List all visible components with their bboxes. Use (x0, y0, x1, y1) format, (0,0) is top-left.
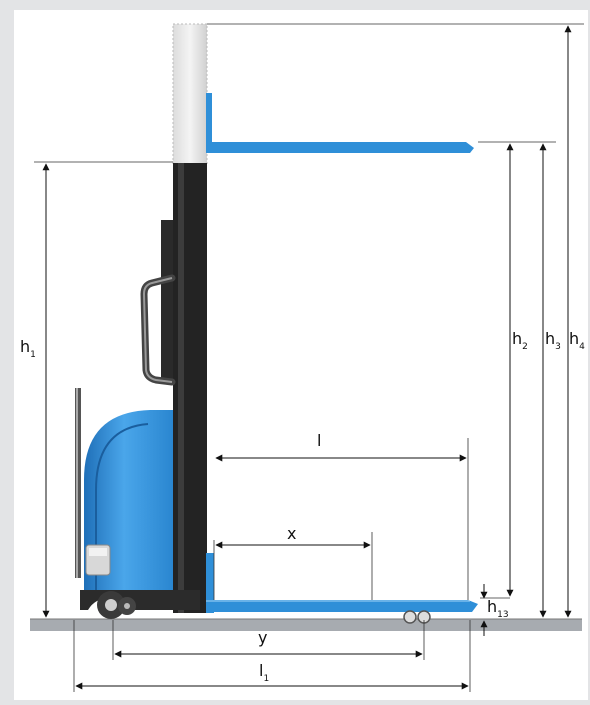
dimension-arrows (42, 25, 572, 690)
caster-wheel-hub (124, 603, 130, 609)
label-h1: h1 (20, 337, 36, 360)
label-h3: h3 (545, 329, 561, 352)
label-h4: h4 (569, 329, 585, 352)
fork-upright (206, 553, 214, 613)
fork (206, 600, 478, 612)
motor-cap (89, 548, 107, 556)
label-l: l (317, 431, 321, 450)
label-x: x (287, 524, 296, 543)
label-h2: h2 (512, 329, 528, 352)
drive-wheel-hub (105, 599, 117, 611)
mast-highlight (178, 163, 184, 613)
handle-shine (142, 277, 173, 383)
extension-lines (34, 23, 584, 692)
body-contour (95, 423, 149, 595)
tiller-shine (76, 388, 78, 578)
label-y: y (258, 628, 267, 647)
mast-side-plate (161, 220, 173, 380)
load-wheel-front (403, 610, 417, 624)
mast-extended (172, 23, 208, 165)
raised-fork (206, 142, 474, 153)
raised-fork-upright (206, 93, 212, 145)
label-l1: l1 (259, 661, 269, 684)
label-h13: h13 (487, 597, 509, 620)
floor (30, 619, 582, 631)
